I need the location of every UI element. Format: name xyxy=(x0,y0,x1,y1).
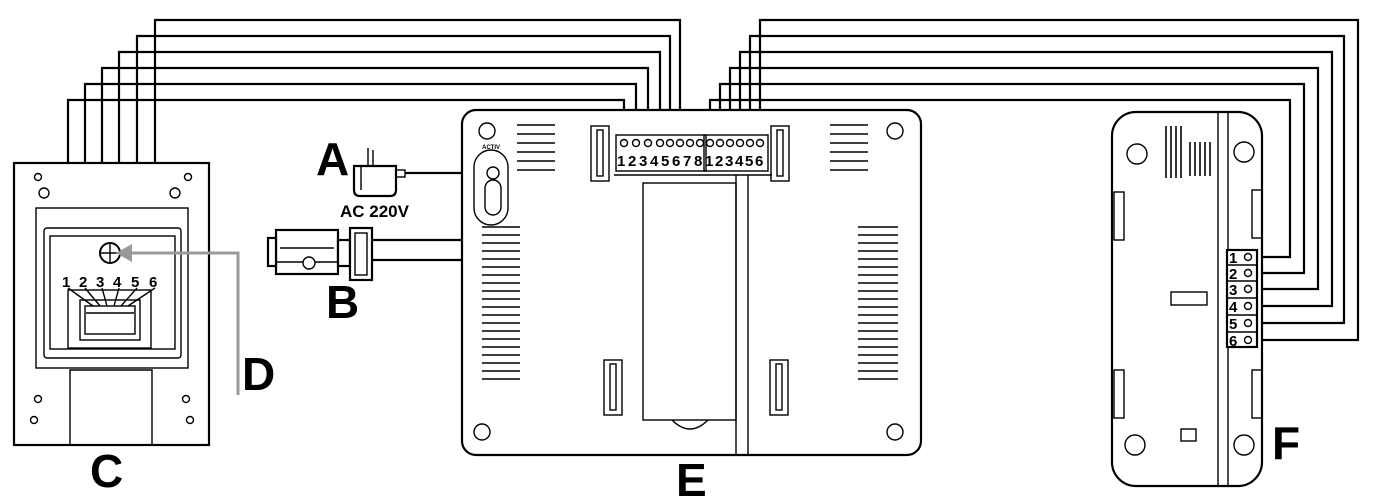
lock-screw-icon xyxy=(302,256,316,270)
camera-pin-3: 3 xyxy=(96,274,104,291)
handset-vents xyxy=(1165,126,1211,178)
label-e: E xyxy=(676,454,707,503)
label-b: B xyxy=(326,276,359,328)
handset-terminal-6: 6 xyxy=(1229,333,1237,350)
monitor-top-vents-right xyxy=(830,124,868,171)
monitor-left-grille xyxy=(482,226,520,380)
monitor-terminal-block-left: 1 2 3 4 5 6 7 8 xyxy=(615,134,707,172)
monitor-out-terminal-6: 6 xyxy=(755,153,763,170)
monitor-out-terminal-1: 1 xyxy=(705,153,713,170)
monitor-terminal-7: 7 xyxy=(683,153,691,170)
activate-label: ACTIV xyxy=(482,145,500,151)
handset-unit: 1 2 3 4 5 6 xyxy=(1110,110,1264,488)
indoor-monitor-unit: ACTIV xyxy=(460,108,923,457)
handset-side-clips xyxy=(1113,189,1263,419)
camera-pin-6: 6 xyxy=(149,274,157,291)
label-d: D xyxy=(242,348,275,400)
handset-terminal-strip: 1 2 3 4 5 6 xyxy=(1225,248,1259,350)
rj-pin-fan xyxy=(67,287,156,307)
monitor-terminal-2: 2 xyxy=(628,153,636,170)
power-label: AC 220V xyxy=(340,202,410,221)
monitor-out-terminal-5: 5 xyxy=(745,153,753,170)
monitor-out-terminal-2: 2 xyxy=(715,153,723,170)
camera-pin-5: 5 xyxy=(131,274,139,291)
camera-pin-labels: 1 2 3 4 5 6 xyxy=(62,274,157,291)
handset-terminal-1: 1 xyxy=(1229,250,1237,267)
monitor-terminal-block-right: 1 2 3 4 5 6 xyxy=(703,134,769,172)
monitor-terminal-8: 8 xyxy=(694,153,702,170)
monitor-out-terminal-4: 4 xyxy=(735,153,744,170)
label-c: C xyxy=(90,445,123,497)
label-a: A xyxy=(316,133,349,185)
power-adapter: A AC 220V xyxy=(316,133,410,221)
handset-terminal-3: 3 xyxy=(1229,282,1237,299)
monitor-top-vents-left xyxy=(517,124,555,171)
label-f: F xyxy=(1272,417,1300,469)
electric-lock: B xyxy=(266,226,374,328)
monitor-terminal-4: 4 xyxy=(650,153,659,170)
monitor-out-terminal-3: 3 xyxy=(725,153,733,170)
handset-terminal-4: 4 xyxy=(1229,299,1238,316)
camera-pin-1: 1 xyxy=(62,274,70,291)
monitor-right-grille xyxy=(858,226,898,380)
monitor-terminal-6: 6 xyxy=(672,153,680,170)
monitor-terminal-3: 3 xyxy=(639,153,647,170)
pointer-d xyxy=(116,244,240,395)
monitor-terminal-5: 5 xyxy=(661,153,669,170)
camera-pin-2: 2 xyxy=(79,274,87,291)
monitor-terminal-1: 1 xyxy=(617,153,625,170)
activate-button-icon xyxy=(486,166,500,180)
outdoor-camera-unit: 1 2 3 4 5 6 xyxy=(12,161,211,447)
camera-pin-4: 4 xyxy=(113,274,122,291)
handset-terminal-5: 5 xyxy=(1229,316,1237,333)
handset-terminal-2: 2 xyxy=(1229,266,1237,283)
